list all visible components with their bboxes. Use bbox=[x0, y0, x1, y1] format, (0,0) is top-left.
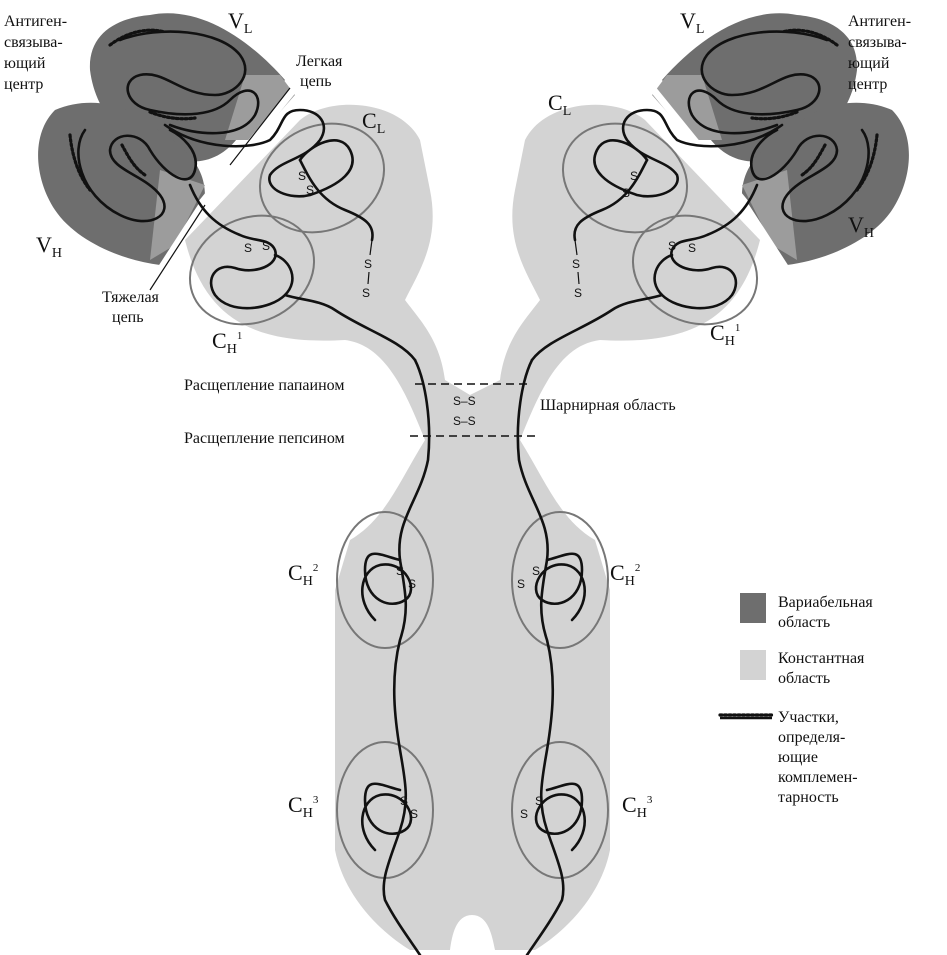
variable-swatch bbox=[740, 593, 766, 623]
antigen-site-left-label: Антиген- связыва- ющий центр bbox=[4, 13, 67, 93]
antigen-site-right-label: Антиген- связыва- ющий центр bbox=[848, 13, 911, 93]
svg-text:S: S bbox=[244, 241, 252, 255]
ch1-left-label: CH1 bbox=[212, 328, 242, 357]
svg-text:S: S bbox=[535, 794, 543, 808]
svg-text:S: S bbox=[364, 257, 372, 271]
svg-text:S: S bbox=[396, 564, 404, 578]
svg-text:S: S bbox=[362, 286, 370, 300]
svg-text:Легкая: Легкая bbox=[296, 53, 343, 70]
svg-text:S–S: S–S bbox=[453, 414, 476, 428]
svg-text:область: область bbox=[778, 614, 830, 631]
svg-text:S–S: S–S bbox=[453, 394, 476, 408]
papain-cleavage-label: Расщепление папаином bbox=[184, 377, 344, 394]
ch3-left-label: CH3 bbox=[288, 792, 319, 821]
svg-text:S: S bbox=[520, 807, 528, 821]
svg-text:ющий: ющий bbox=[848, 55, 890, 72]
svg-text:S: S bbox=[410, 807, 418, 821]
svg-text:связыва-: связыва- bbox=[4, 34, 63, 51]
svg-text:центр: центр bbox=[848, 76, 887, 93]
svg-text:S: S bbox=[532, 564, 540, 578]
svg-text:определя-: определя- bbox=[778, 729, 845, 746]
svg-text:S: S bbox=[574, 286, 582, 300]
constant-swatch bbox=[740, 650, 766, 680]
svg-text:связыва-: связыва- bbox=[848, 34, 907, 51]
legend-cdr: Участки, определя- ющие комплемен- тарно… bbox=[720, 709, 858, 806]
svg-text:ющие: ющие bbox=[778, 749, 818, 766]
hinge-region-label: Шарнирная область bbox=[540, 397, 676, 414]
legend-constant: Константная область bbox=[740, 650, 865, 687]
vl-left-label: VL bbox=[228, 8, 252, 37]
svg-text:S: S bbox=[408, 577, 416, 591]
svg-text:S: S bbox=[688, 241, 696, 255]
light-chain-label: Легкая цепь bbox=[296, 53, 343, 90]
svg-text:S: S bbox=[517, 577, 525, 591]
svg-text:S: S bbox=[400, 794, 408, 808]
svg-text:Антиген-: Антиген- bbox=[848, 13, 911, 30]
heavy-chain-label: Тяжелая цепь bbox=[102, 289, 160, 326]
ch1-right-label: CH1 bbox=[710, 320, 740, 349]
pepsin-cleavage-label: Расщепление пепсином bbox=[184, 430, 345, 447]
svg-text:Тяжелая: Тяжелая bbox=[102, 289, 160, 306]
svg-text:S: S bbox=[572, 257, 580, 271]
svg-text:S: S bbox=[306, 183, 314, 197]
svg-text:S: S bbox=[262, 239, 270, 253]
svg-text:комплемен-: комплемен- bbox=[778, 769, 858, 786]
svg-text:центр: центр bbox=[4, 76, 43, 93]
svg-text:Антиген-: Антиген- bbox=[4, 13, 67, 30]
svg-text:Константная: Константная bbox=[778, 650, 865, 667]
cl-right-label: CL bbox=[548, 90, 571, 119]
legend-variable: Вариабельная область bbox=[740, 593, 873, 631]
ch2-left-label: CH2 bbox=[288, 560, 318, 589]
svg-text:S: S bbox=[298, 169, 306, 183]
ch2-right-label: CH2 bbox=[610, 560, 640, 589]
svg-text:Вариабельная: Вариабельная bbox=[778, 594, 873, 611]
svg-text:S: S bbox=[630, 169, 638, 183]
svg-text:область: область bbox=[778, 670, 830, 687]
svg-text:S: S bbox=[668, 239, 676, 253]
constant-region-body bbox=[185, 105, 760, 950]
svg-text:S: S bbox=[622, 186, 630, 200]
legend: Вариабельная область Константная область… bbox=[720, 593, 873, 806]
svg-text:ющий: ющий bbox=[4, 55, 46, 72]
vl-right-label: VL bbox=[680, 8, 704, 37]
svg-text:цепь: цепь bbox=[300, 73, 332, 90]
ch3-right-label: CH3 bbox=[622, 792, 653, 821]
svg-text:цепь: цепь bbox=[112, 309, 144, 326]
vh-left-label: VH bbox=[36, 232, 62, 261]
svg-text:тарность: тарность bbox=[778, 789, 839, 806]
svg-text:Участки,: Участки, bbox=[778, 709, 839, 726]
